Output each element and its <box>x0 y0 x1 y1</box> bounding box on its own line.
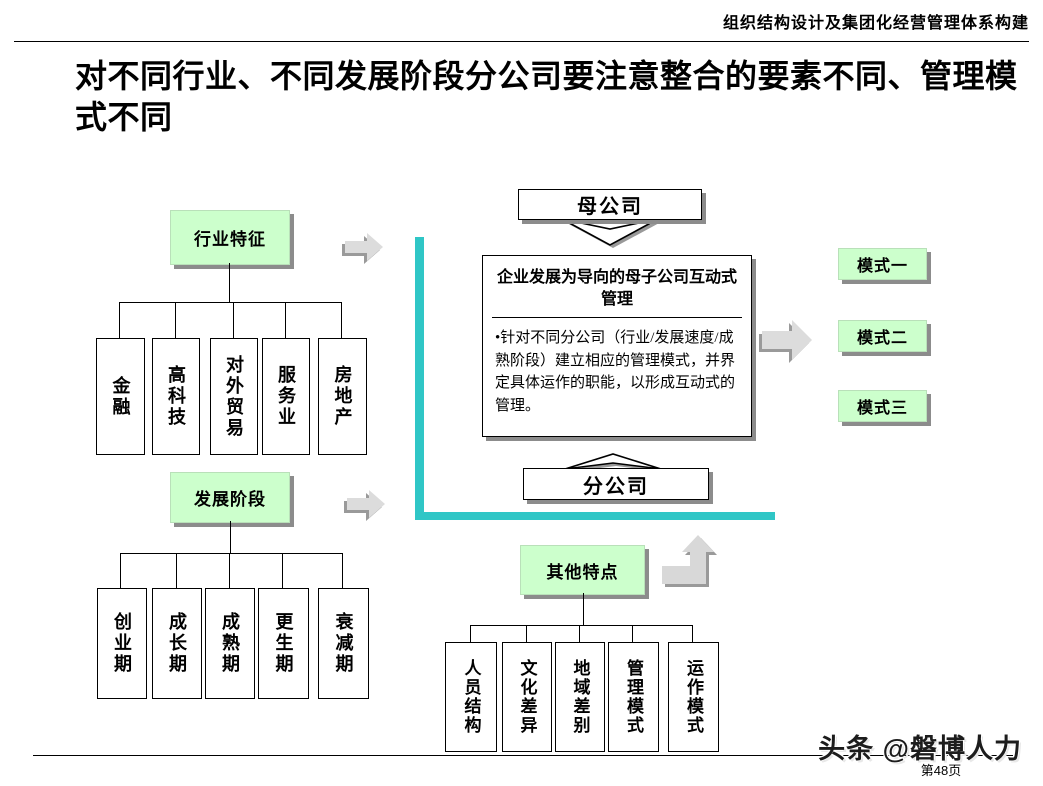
connector-line <box>285 302 286 338</box>
connector-line <box>526 625 527 642</box>
stage-group-header: 发展阶段 <box>170 472 290 523</box>
stage-item-label: 成熟期 <box>220 612 240 675</box>
header-divider <box>14 41 1029 42</box>
connector-line <box>692 625 693 642</box>
mode-2-box: 模式二 <box>838 320 927 352</box>
connector-line <box>176 553 177 588</box>
cyan-divider-vertical <box>415 237 424 520</box>
footer-divider <box>33 755 1013 756</box>
connector-line <box>230 521 231 553</box>
other-item-box: 管理模式 <box>608 642 659 752</box>
connector-line <box>229 553 230 588</box>
stage-item-label: 成长期 <box>167 612 187 675</box>
page-number: 第48页 <box>920 763 962 778</box>
connector-line <box>583 593 584 625</box>
other-group-header: 其他特点 <box>520 545 645 595</box>
right-arrow-icon <box>759 320 812 363</box>
connector-line <box>470 625 693 626</box>
right-arrow-icon <box>344 490 385 521</box>
interaction-box-body: •针对不同分公司（行业/发展速度/成熟阶段）建立相应的管理模式，并界定具体运作的… <box>495 330 736 414</box>
branch-company-box: 分公司 <box>523 468 709 500</box>
branch-company-label: 分公司 <box>583 475 649 498</box>
mode-1-label: 模式一 <box>856 258 908 275</box>
stage-item-box: 创业期 <box>97 588 147 699</box>
connector-line <box>282 553 283 588</box>
connector-line <box>175 302 176 338</box>
connector-line <box>233 302 234 338</box>
other-item-label: 人员结构 <box>461 659 481 735</box>
industry-item-label: 金融 <box>110 375 131 418</box>
mode-3-label: 模式三 <box>856 400 908 417</box>
mode-2-label: 模式二 <box>856 330 908 347</box>
page-title: 对不同行业、不同发展阶段分公司要注意整合的要素不同、管理模式不同 <box>75 58 1018 135</box>
industry-item-box: 对外贸易 <box>210 338 258 455</box>
industry-item-label: 对外贸易 <box>224 354 244 439</box>
interaction-box-separator <box>492 317 742 319</box>
stage-item-label: 更生期 <box>273 612 294 675</box>
stage-item-box: 更生期 <box>258 588 309 699</box>
stage-item-label: 创业期 <box>112 612 132 675</box>
connector-line <box>470 625 471 642</box>
stage-item-box: 成长期 <box>152 588 202 699</box>
stage-item-label: 衰减期 <box>333 612 354 675</box>
bent-up-arrow-icon <box>662 535 717 587</box>
other-item-box: 文化差异 <box>502 642 552 752</box>
industry-group-header: 行业特征 <box>170 210 290 265</box>
connector-line <box>579 625 580 642</box>
connector-line <box>120 553 343 554</box>
connector-line <box>229 263 230 302</box>
interaction-box-title: 企业发展为导向的母子公司互动式管理 <box>496 269 737 308</box>
connector-line <box>120 553 121 588</box>
industry-item-label: 房地产 <box>332 365 353 428</box>
other-item-box: 运作模式 <box>668 642 719 752</box>
stage-item-box: 衰减期 <box>318 588 369 699</box>
connector-line <box>119 302 120 338</box>
other-item-box: 人员结构 <box>445 642 497 752</box>
other-item-label: 地域差别 <box>570 659 590 735</box>
parent-company-label: 母公司 <box>577 196 643 218</box>
right-arrow-icon <box>342 233 383 264</box>
connector-line <box>341 302 342 338</box>
connector-line <box>632 625 633 642</box>
industry-item-box: 高科技 <box>152 338 200 455</box>
interaction-management-box: 企业发展为导向的母子公司互动式管理 •针对不同分公司（行业/发展速度/成熟阶段）… <box>482 255 752 437</box>
stage-item-box: 成熟期 <box>205 588 255 699</box>
industry-item-box: 服务业 <box>262 338 310 455</box>
other-item-label: 文化差异 <box>517 659 537 735</box>
industry-item-box: 金融 <box>96 338 145 455</box>
other-item-label: 管理模式 <box>624 659 643 735</box>
other-item-box: 地域差别 <box>555 642 605 752</box>
down-arrow-icon <box>561 218 661 248</box>
industry-item-box: 房地产 <box>318 338 367 455</box>
industry-item-label: 高科技 <box>166 365 186 428</box>
header-course-title: 组织结构设计及集团化经营管理体系构建 <box>722 15 1029 32</box>
industry-group-label: 行业特征 <box>194 230 266 249</box>
other-group-label: 其他特点 <box>546 562 619 582</box>
cyan-divider-horizontal <box>415 512 775 520</box>
connector-line <box>342 553 343 588</box>
stage-group-label: 发展阶段 <box>194 490 266 509</box>
connector-line <box>119 302 342 303</box>
other-item-label: 运作模式 <box>684 659 703 735</box>
mode-3-box: 模式三 <box>838 390 927 422</box>
mode-1-box: 模式一 <box>838 248 927 280</box>
watermark-text: 头条 @磐博人力 <box>818 734 1022 764</box>
industry-item-label: 服务业 <box>276 365 296 428</box>
parent-company-box: 母公司 <box>518 189 702 220</box>
